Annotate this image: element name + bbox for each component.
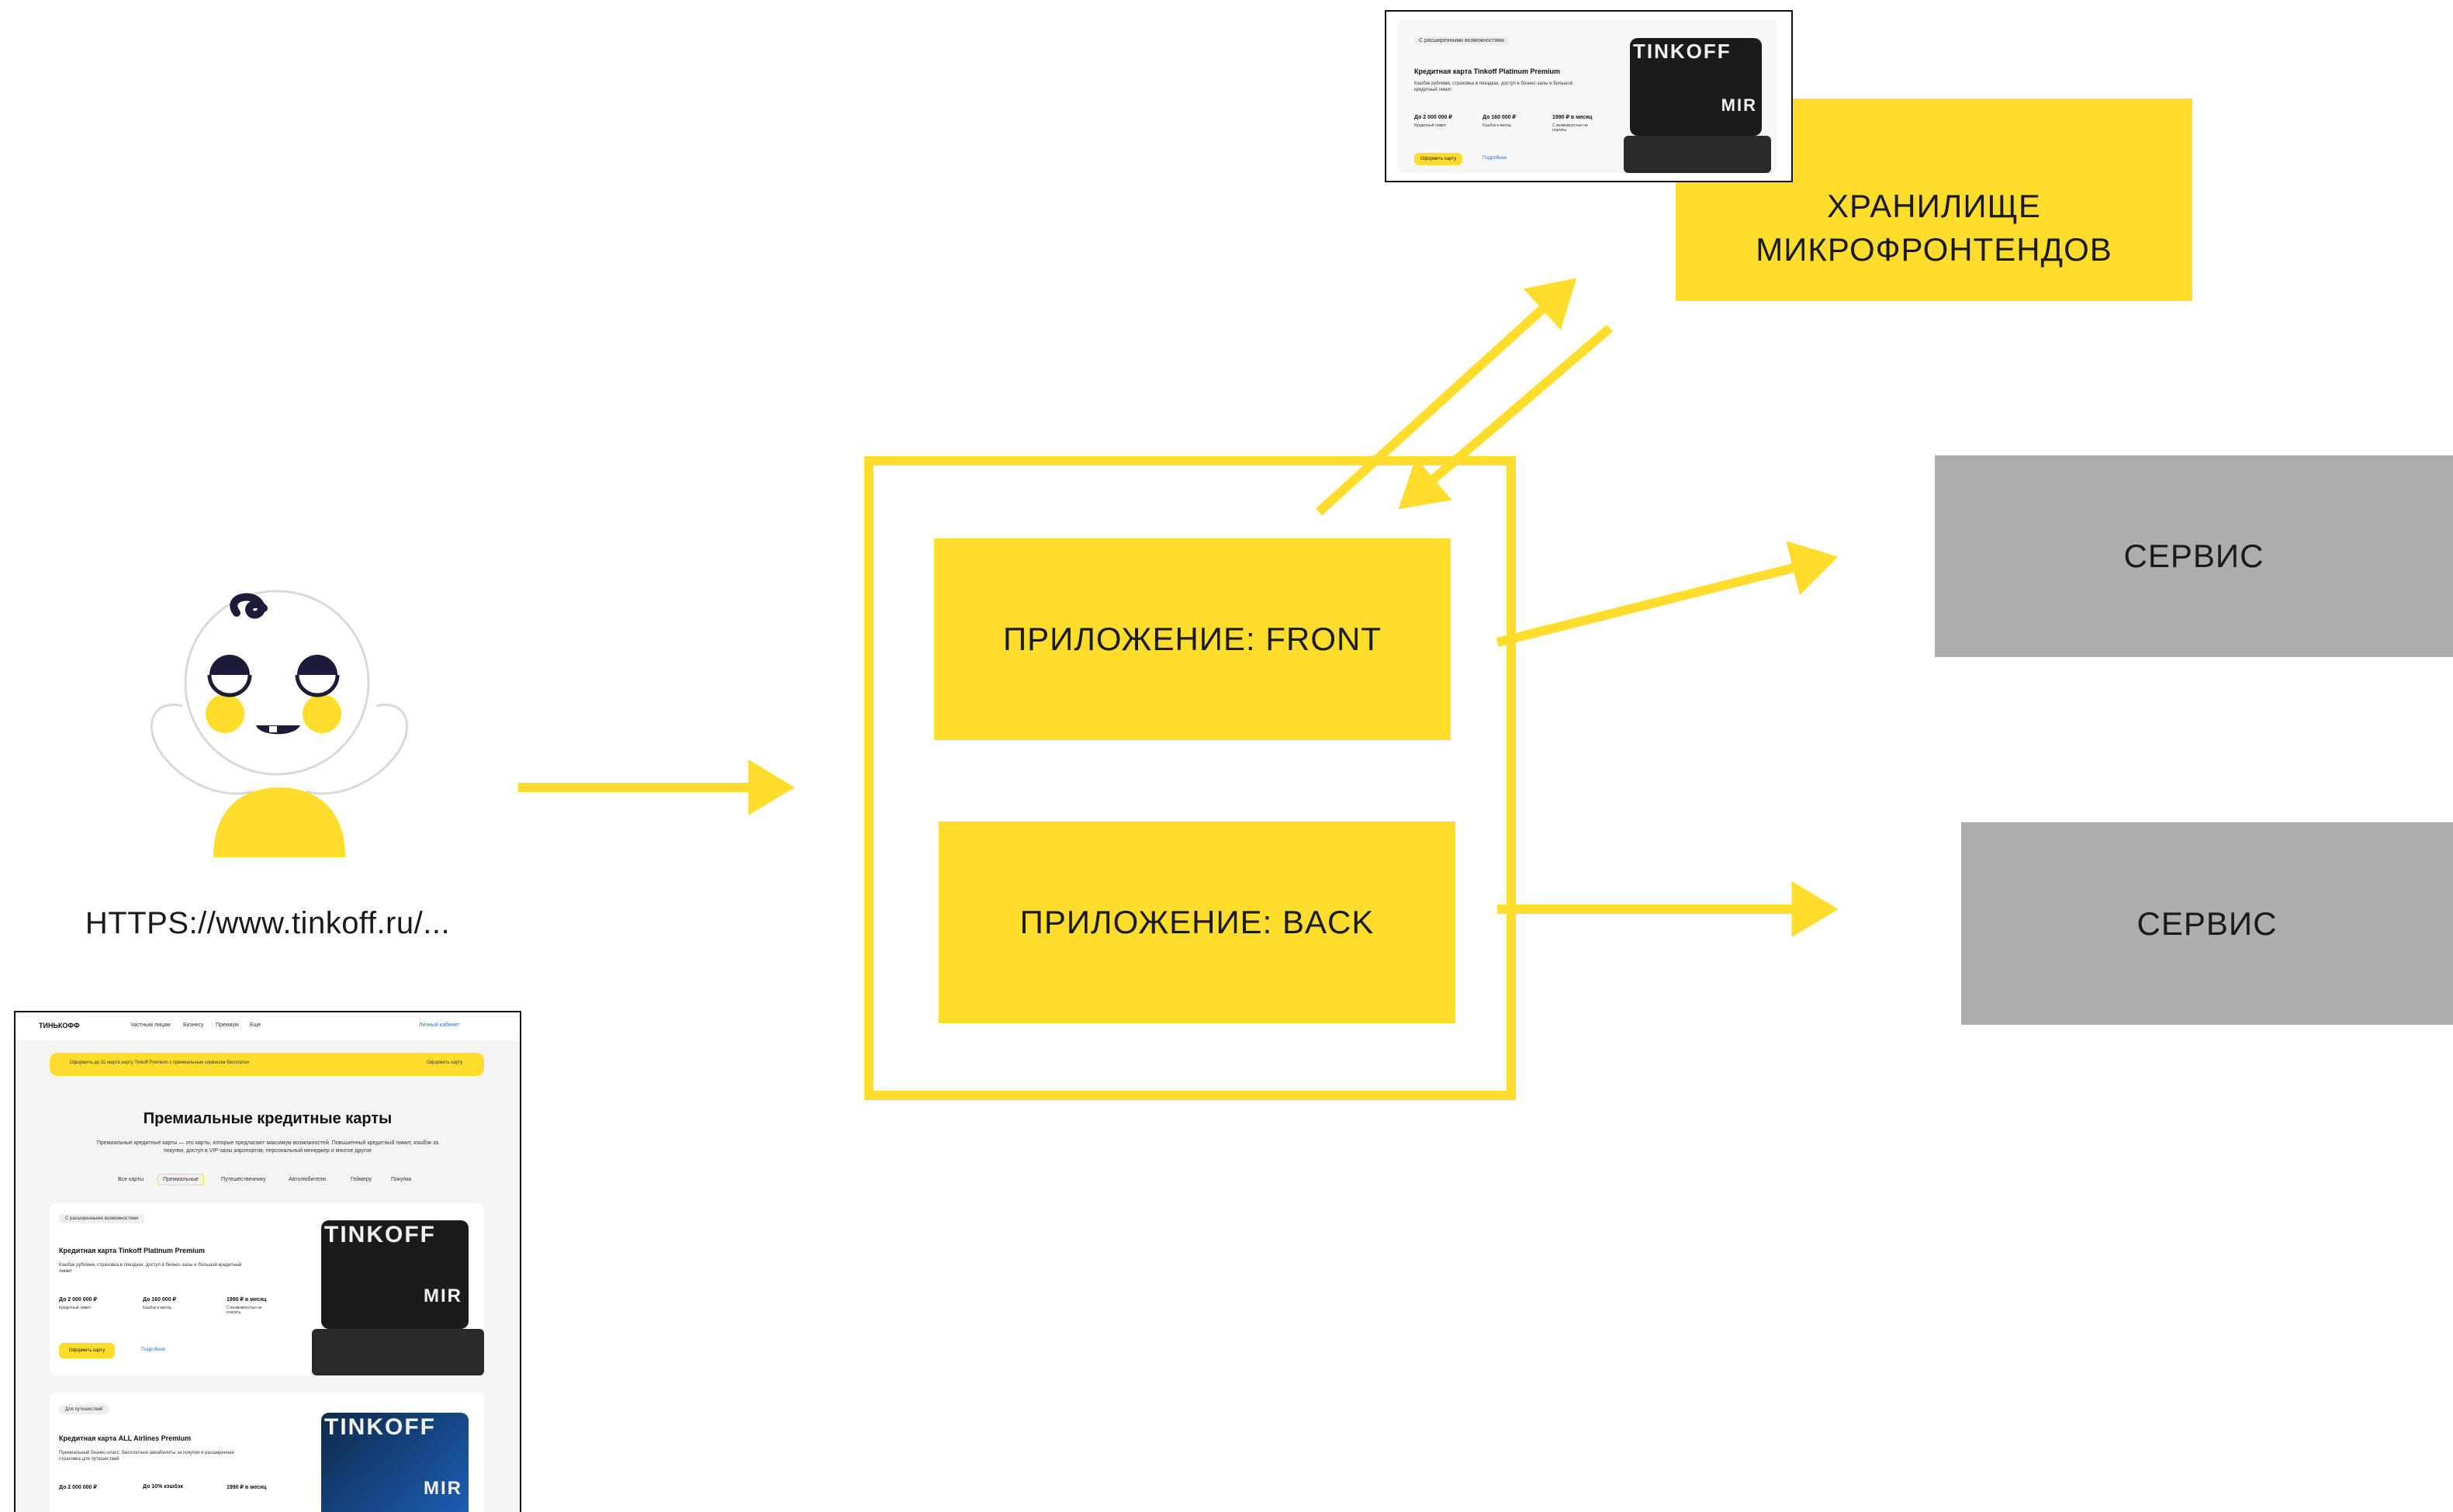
card-stat-value: 1990 ₽ в месяц <box>227 1485 267 1490</box>
card-stat-label: С возможностью не платить <box>227 1306 262 1315</box>
page-banner-cta[interactable]: Оформить карту <box>427 1060 463 1065</box>
card-stat-label: Кэшбэк в месяц <box>143 1306 171 1310</box>
page-card-airlines: Для путешествий Кредитная карта ALL Airl… <box>50 1393 484 1512</box>
card-brand: TINKOFF <box>324 1222 436 1247</box>
card-stat-value: До 160 000 ₽ <box>143 1297 176 1303</box>
page-account-link[interactable]: Личный кабинет <box>419 1022 460 1028</box>
card-brand: TINKOFF <box>324 1414 436 1440</box>
arrow-storage-to-front <box>1398 324 1613 510</box>
card-stat-label: Кредитный лимит <box>59 1306 92 1310</box>
card-network: MIR <box>424 1285 462 1306</box>
card-title: Кредитная карта Tinkoff Platinum Premium <box>59 1247 205 1254</box>
snippet-stat-label: С возможностью не платить <box>1552 123 1588 133</box>
page-tab[interactable]: Автолюбителю <box>289 1177 327 1182</box>
snippet-cta-button[interactable]: Оформить карту <box>1414 153 1462 165</box>
card-desc: Премиальный бизнес-класс. Бесплатные ави… <box>59 1451 234 1462</box>
service-box-2: СЕРВИС <box>1961 822 2453 1025</box>
arrow-front-to-service <box>1496 541 1839 647</box>
snippet-card-brand: TINKOFF <box>1633 40 1732 63</box>
application-container <box>864 456 1516 1100</box>
snippet-more-link[interactable]: Подробнее <box>1483 156 1507 161</box>
card-stand <box>312 1329 484 1375</box>
card-image: TINKOFF MIR <box>321 1413 469 1512</box>
card-image: TINKOFF MIR <box>321 1220 469 1329</box>
arrow-front-to-storage <box>1315 278 1577 516</box>
card-stat-value: До 10% кэшбэк <box>143 1484 183 1490</box>
snippet-title: Кредитная карта Tinkoff Platinum Premium <box>1414 67 1560 75</box>
page-nav-item[interactable]: Бизнесу <box>183 1022 204 1028</box>
storage-label-line1: ХРАНИЛИЩЕ <box>1827 188 2041 225</box>
service-box-1: СЕРВИС <box>1935 455 2453 657</box>
app-back-box: ПРИЛОЖЕНИЕ: BACK <box>939 822 1455 1023</box>
card-more-link[interactable]: Подробнее <box>141 1348 166 1352</box>
page-logo: ТИНЬКОФФ <box>39 1022 80 1029</box>
page-tab[interactable]: Все карты <box>118 1177 144 1182</box>
storage-label-line2: МИКРОФРОНТЕНДОВ <box>1756 230 2112 268</box>
app-front-box: ПРИЛОЖЕНИЕ: FRONT <box>934 538 1451 740</box>
snippet-stat-label: Кредитный лимит <box>1414 123 1447 128</box>
app-back-label: ПРИЛОЖЕНИЕ: BACK <box>1019 904 1375 941</box>
page-banner-text: Оформить до 31 марта карту Tinkoff Premi… <box>70 1060 250 1065</box>
snippet-badge: С расширенными возможностями <box>1414 36 1509 45</box>
snippet-card-stand <box>1624 136 1771 173</box>
snippet-stat-value: 1990 ₽ в месяц <box>1552 115 1593 120</box>
page-tab[interactable]: Покупки <box>391 1177 412 1182</box>
service-label: СЕРВИС <box>2136 905 2278 942</box>
card-badge: Для путешествий <box>59 1405 109 1414</box>
page-nav-item[interactable]: Еще <box>250 1022 261 1028</box>
card-stat-value: 1990 ₽ в месяц <box>227 1297 267 1303</box>
card-cta-button[interactable]: Оформить карту <box>59 1343 115 1358</box>
user-url-label: HTTPS://www.tinkoff.ru/... <box>85 906 451 940</box>
page-tab[interactable]: Путешественнику <box>221 1177 266 1182</box>
microfrontend-preview: С расширенными возможностями Кредитная к… <box>1385 10 1793 182</box>
page-subheading: Премиальные кредитные карты — это карты,… <box>96 1140 439 1154</box>
card-stat-value: До 2 000 000 ₽ <box>59 1297 97 1303</box>
card-title: Кредитная карта ALL Airlines Premium <box>59 1434 192 1442</box>
page-heading: Премиальные кредитные карты <box>143 1110 393 1127</box>
user-mascot-icon <box>150 590 409 857</box>
snippet-card-image: TINKOFF MIR <box>1630 38 1762 136</box>
app-front-label: ПРИЛОЖЕНИЕ: FRONT <box>1002 621 1382 658</box>
snippet-card-network: MIR <box>1721 95 1757 115</box>
page-tab[interactable]: Геймеру <box>351 1177 372 1182</box>
page-tab[interactable]: Премиальные <box>157 1174 204 1185</box>
snippet-stat-label: Кэшбэк в месяц <box>1483 123 1511 128</box>
page-nav-item[interactable]: Частным лицам <box>130 1022 171 1028</box>
snippet-desc: Кэшбэк рублями, страховка в поездках, до… <box>1414 81 1572 92</box>
card-desc: Кэшбэк рублями, страховка в поездках, до… <box>59 1263 242 1275</box>
snippet-stat-value: До 2 000 000 ₽ <box>1414 115 1452 120</box>
service-label: СЕРВИС <box>2123 538 2264 575</box>
card-network: MIR <box>424 1478 462 1499</box>
snippet-stat-value: До 160 000 ₽ <box>1483 115 1516 120</box>
card-badge: С расширенными возможностями <box>59 1214 145 1223</box>
page-nav-item[interactable]: Премиум <box>216 1022 239 1028</box>
tinkoff-page-preview: ТИНЬКОФФ Частным лицам Бизнесу Премиум Е… <box>14 1011 521 1512</box>
page-banner: Оформить до 31 марта карту Tinkoff Premi… <box>50 1053 484 1076</box>
page-card-platinum: С расширенными возможностями Кредитная к… <box>50 1203 484 1375</box>
card-stat-value: До 2 000 000 ₽ <box>59 1485 97 1490</box>
